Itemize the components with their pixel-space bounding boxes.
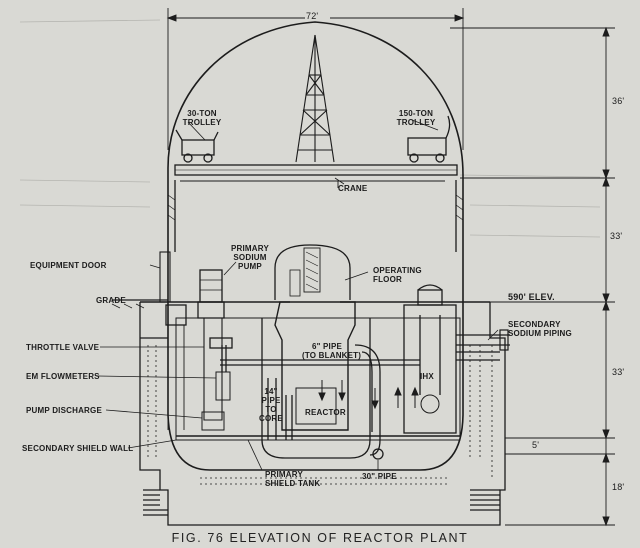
secondary-sodium-piping-shape: [456, 329, 510, 361]
primary-shield-tank-shape: [261, 318, 371, 459]
pipe-6in-run: [220, 359, 420, 366]
label-30in-pipe: 30" PIPE: [362, 472, 397, 481]
label-secondary-shield-wall: SECONDARY SHIELD WALL: [22, 444, 134, 453]
leader-lines: [97, 119, 499, 471]
trolley-150-ton-shape: [407, 115, 451, 163]
operating-floor-slab: [139, 301, 491, 338]
label-ihx: IHX: [420, 372, 434, 381]
dim-33ft-lower: 33': [612, 367, 625, 377]
concrete-speckle: [147, 345, 493, 485]
label-150-ton-trolley: 150-TON TROLLEY: [396, 109, 436, 127]
label-reactor: REACTOR: [305, 408, 346, 417]
label-crane: CRANE: [338, 184, 368, 193]
label-equipment-door: EQUIPMENT DOOR: [30, 261, 107, 270]
reactor-vessel-shape: [274, 301, 356, 431]
trolley-30-ton-shape: [175, 129, 219, 163]
crane-support-hatching: [167, 194, 464, 221]
dim-36ft: 36': [612, 96, 625, 106]
containment-dome: [167, 21, 464, 176]
label-secondary-sodium-piping: SECONDARY SODIUM PIPING: [508, 320, 572, 338]
crane-girder: [174, 164, 458, 188]
label-14in-pipe: 14" PIPE TO CORE: [259, 387, 283, 423]
pipe-14in-run: [267, 378, 293, 440]
label-grade: GRADE: [96, 296, 126, 305]
label-30-ton-trolley: 30-TON TROLLEY: [182, 109, 222, 127]
refueling-mast-tower: [295, 34, 335, 163]
dim-33ft-upper: 33': [610, 231, 623, 241]
dim-5ft: 5': [532, 440, 540, 450]
figure-caption: FIG. 76 ELEVATION OF REACTOR PLANT: [171, 531, 469, 545]
label-590-elevation: 590' ELEV.: [508, 292, 555, 302]
flow-arrows: [318, 380, 419, 410]
label-pump-discharge: PUMP DISCHARGE: [26, 406, 102, 415]
right-dimension-chain: [450, 26, 615, 527]
label-operating-floor: OPERATING FLOOR: [373, 266, 422, 284]
reactor-top-dome: [274, 244, 351, 300]
label-throttle-valve: THROTTLE VALVE: [26, 343, 100, 352]
background-show-through-lines: [19, 19, 601, 238]
label-6in-pipe: 6" PIPE (TO BLANKET): [302, 342, 362, 360]
dim-72ft: 72': [306, 11, 319, 21]
label-primary-shield-tank: PRIMARY SHIELD TANK: [265, 470, 321, 488]
outer-concrete-shield: [139, 337, 506, 526]
dim-18ft: 18': [612, 482, 625, 492]
label-primary-sodium-pump: PRIMARY SODIUM PUMP: [231, 244, 269, 271]
label-em-flowmeters: EM FLOWMETERS: [26, 372, 100, 381]
secondary-shield-wall-shape: [175, 317, 461, 441]
equipment-door-shape: [159, 251, 187, 430]
containment-bottom-bowl: [167, 414, 464, 471]
pipe-30in-loop: [354, 344, 384, 460]
primary-pump-shape: [197, 269, 225, 431]
dimension-72ft: [166, 8, 465, 150]
em-flowmeter-shape: [209, 337, 233, 401]
ihx-heat-exchanger-shape: [403, 284, 457, 434]
